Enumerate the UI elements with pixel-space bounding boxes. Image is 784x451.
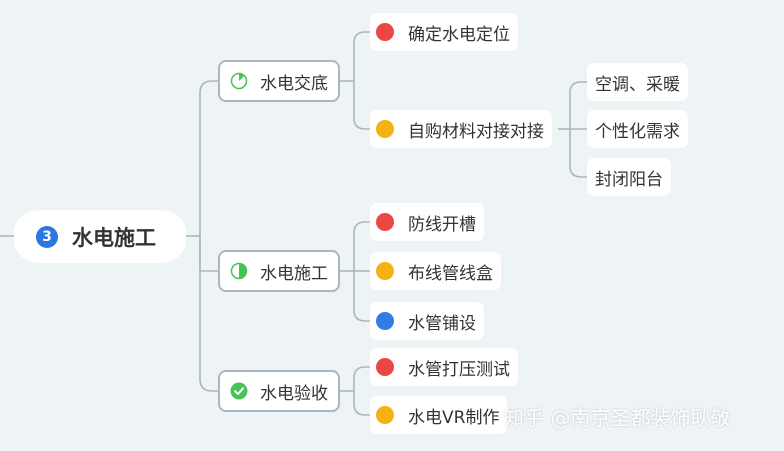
leaf-topic[interactable]: 布线管线盒 [370,252,501,290]
watermark: 知乎 @南京圣都装饰耿敬 [504,406,731,430]
pie-half-icon [230,262,248,280]
priority-yellow-icon [376,262,394,280]
leaf-topic-label: 确定水电定位 [408,24,510,45]
branch-topic-3[interactable]: 水电验收 [218,370,340,412]
branch-topic-label: 水电施工 [260,263,328,284]
branch-topic-label: 水电验收 [260,383,328,404]
priority-red-icon [376,358,394,376]
branch-topic-1[interactable]: 水电交底 [218,60,340,102]
sub-topic-label: 封闭阳台 [595,169,663,190]
sub-topic-label: 个性化需求 [595,121,680,142]
leaf-topic-label: 水管铺设 [408,313,476,334]
leaf-topic[interactable]: 防线开槽 [370,203,484,241]
pie-quarter-icon [230,72,248,90]
leaf-topic[interactable]: 水管铺设 [370,302,484,340]
priority-red-icon [376,213,394,231]
leaf-topic[interactable]: 水电VR制作 [370,396,508,434]
priority-yellow-icon [376,120,394,138]
sub-topic-label: 空调、采暖 [595,74,680,95]
branch-topic-label: 水电交底 [260,73,328,94]
priority-blue-icon [376,312,394,330]
root-topic-label: 水电施工 [72,225,156,250]
leaf-topic-label: 防线开槽 [408,214,476,235]
priority-red-icon [376,23,394,41]
branch-topic-2[interactable]: 水电施工 [218,250,340,292]
root-topic[interactable]: 3 水电施工 [14,210,186,263]
leaf-topic-label: 水电VR制作 [408,407,500,428]
leaf-topic[interactable]: 自购材料对接对接 [370,110,552,148]
sub-topic[interactable]: 空调、采暖 [587,63,688,101]
leaf-topic-label: 自购材料对接对接 [408,121,544,142]
leaf-topic[interactable]: 水管打压测试 [370,348,518,386]
topic-number-badge: 3 [36,225,58,248]
sub-topic[interactable]: 个性化需求 [587,110,688,148]
priority-yellow-icon [376,406,394,424]
check-circle-icon [230,382,248,400]
leaf-topic-label: 布线管线盒 [408,263,493,284]
leaf-topic[interactable]: 确定水电定位 [370,13,518,51]
sub-topic[interactable]: 封闭阳台 [587,158,671,196]
leaf-topic-label: 水管打压测试 [408,359,510,380]
